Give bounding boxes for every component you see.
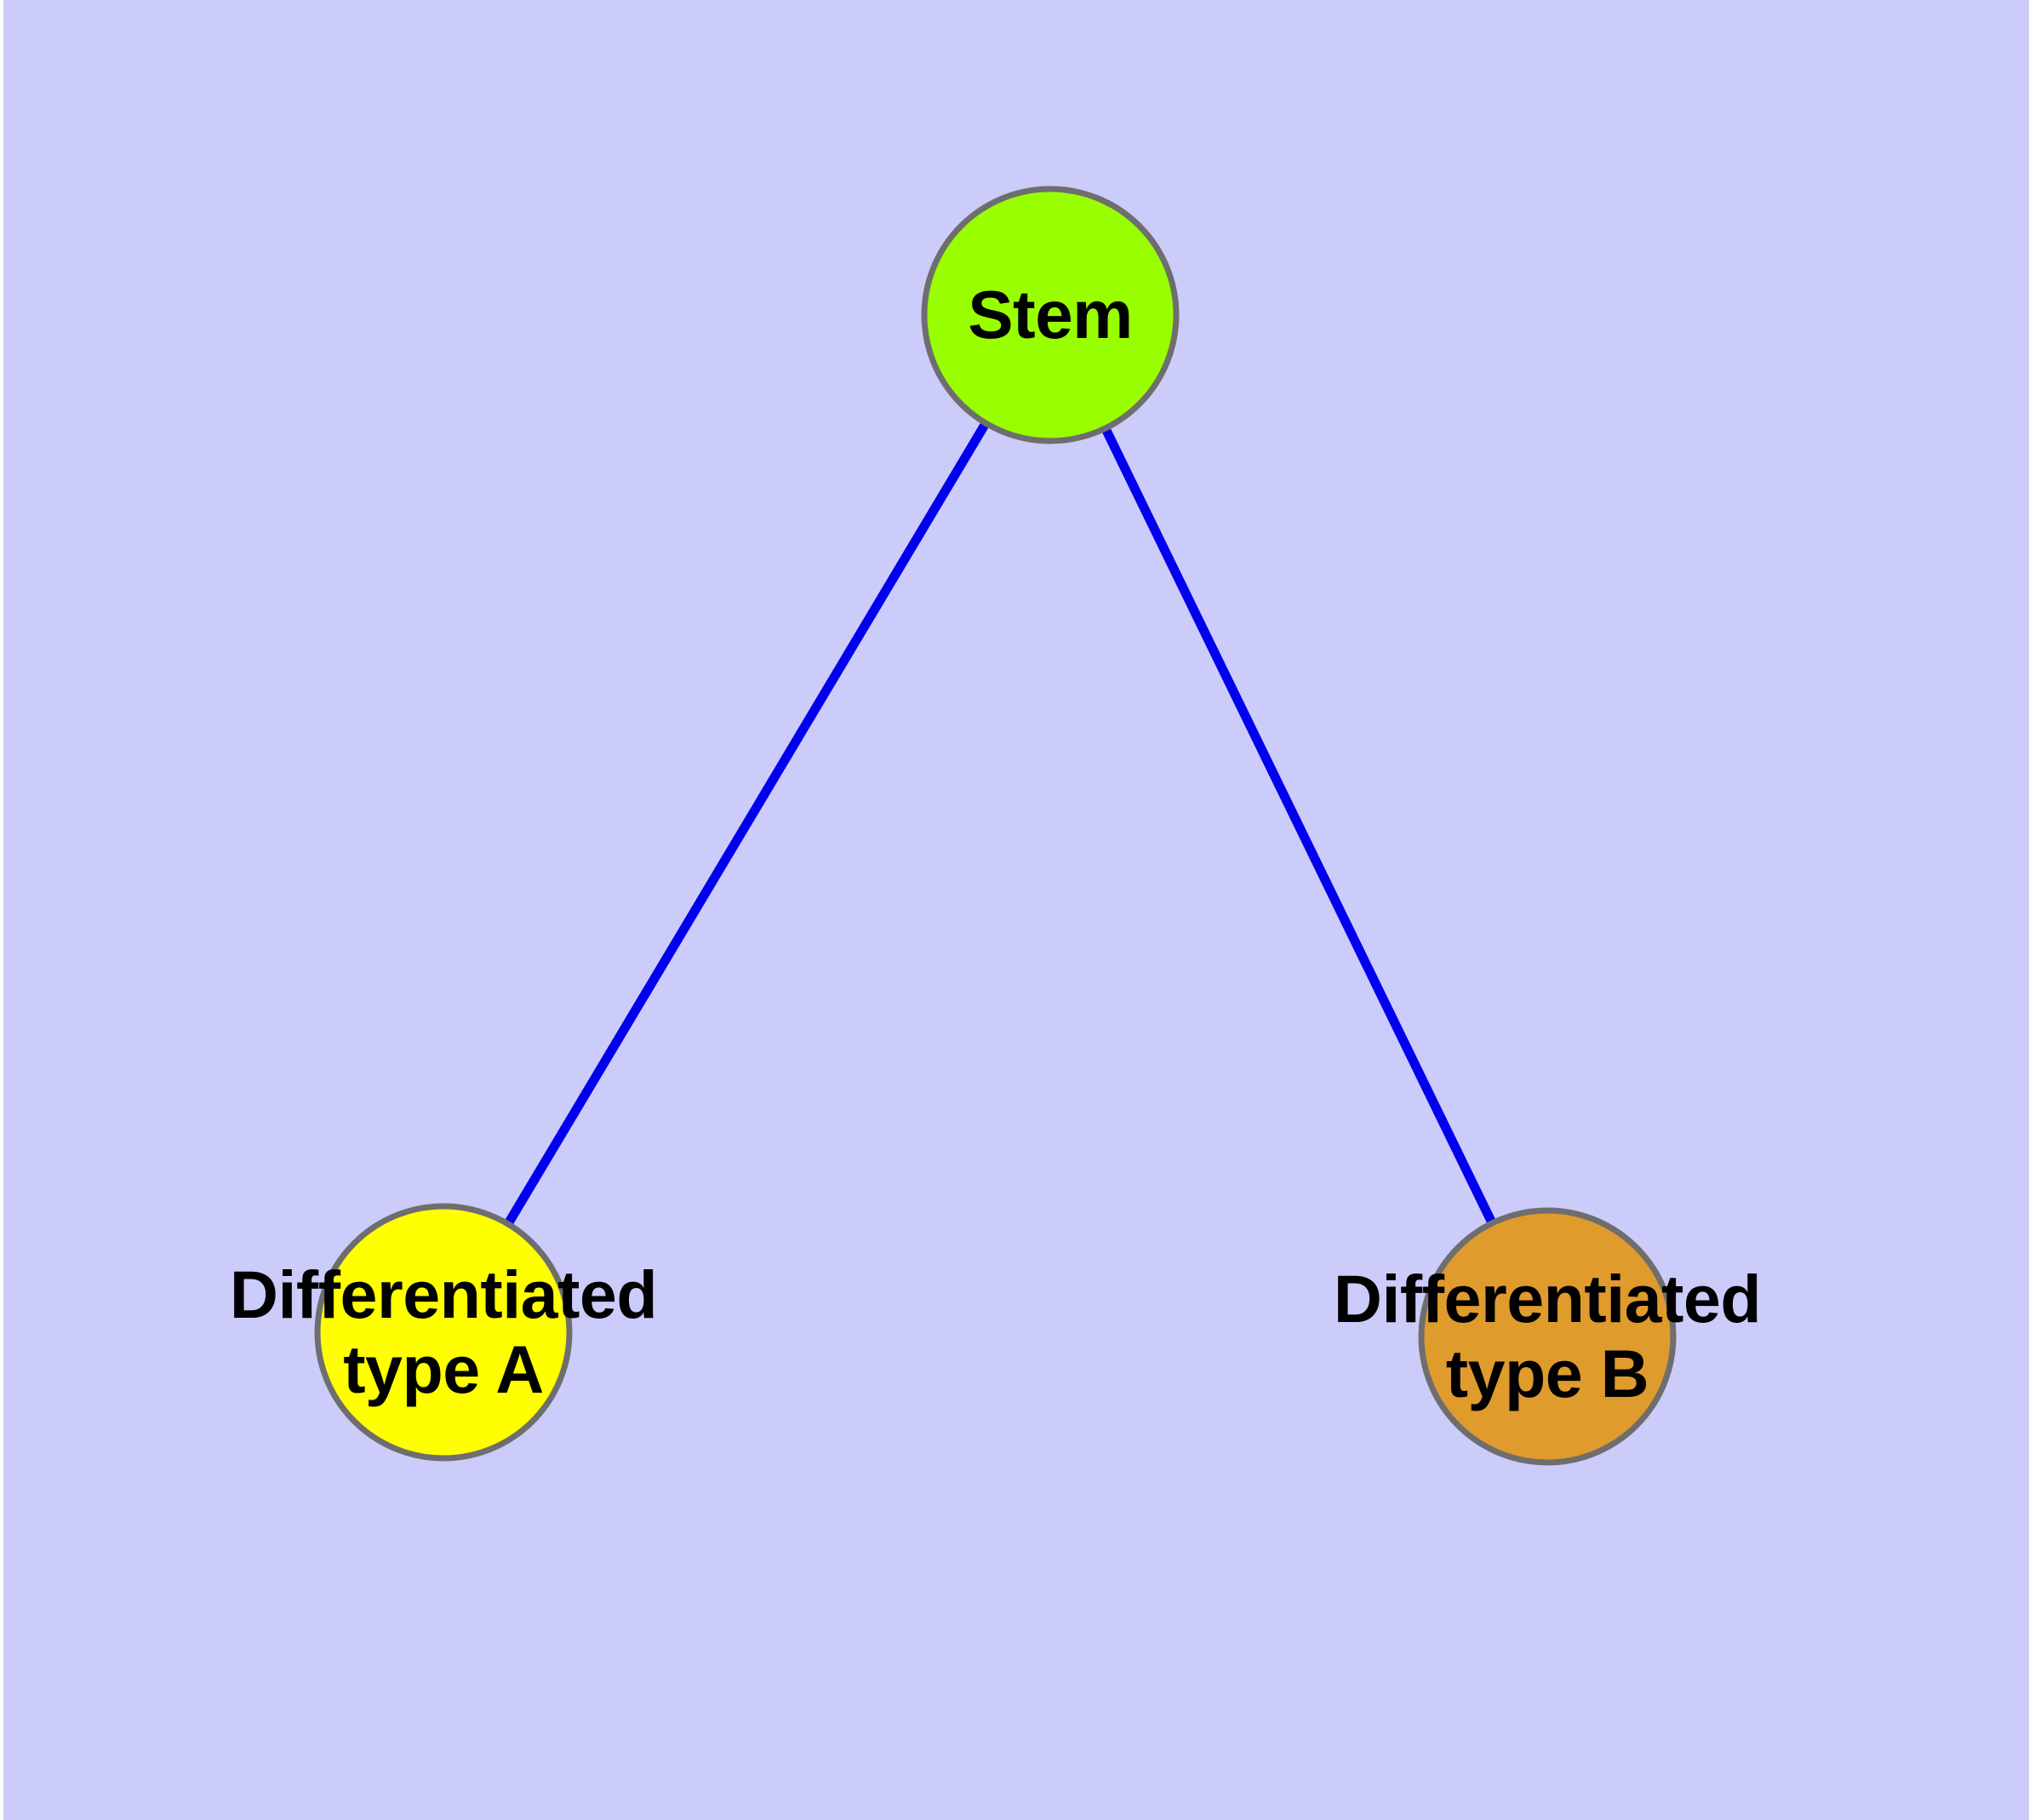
node-stem[interactable] <box>921 186 1180 444</box>
edges-layer <box>439 312 1552 1339</box>
edge-stem-to-differentiated-type-b[interactable] <box>1046 312 1552 1339</box>
node-differentiated-type-b[interactable] <box>1418 1207 1677 1466</box>
edge-stem-to-differentiated-type-a[interactable] <box>439 312 1055 1335</box>
nodes-layer <box>314 186 1677 1466</box>
node-differentiated-type-a[interactable] <box>314 1203 573 1462</box>
